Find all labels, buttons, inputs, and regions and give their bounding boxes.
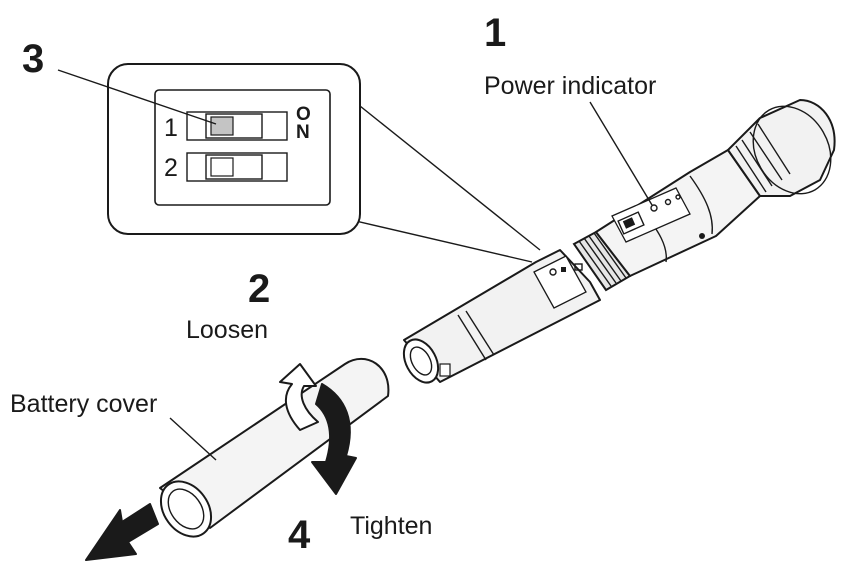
power-indicator-label: Power indicator (484, 72, 656, 100)
step-1-number: 1 (484, 11, 506, 55)
switch-1-number: 1 (164, 114, 178, 142)
power-indicator-leader-line (589, 101, 653, 206)
tighten-label: Tighten (350, 512, 432, 540)
microphone-grille (727, 99, 836, 197)
dip-switch-2-knob (210, 157, 234, 177)
on-label-o: O (296, 104, 311, 125)
microphone-thread-ring (572, 230, 632, 292)
loosen-arrow (279, 363, 319, 431)
dip-switch-1 (186, 111, 288, 141)
loosen-label: Loosen (186, 316, 268, 344)
wireless-microphone (402, 99, 836, 384)
step-4-number: 4 (288, 513, 311, 557)
battery-cover-leader-line (169, 417, 217, 461)
step-2-number: 2 (248, 267, 270, 311)
dip-switch-1-knob (210, 116, 234, 136)
inset-callout-line-bottom (329, 214, 533, 263)
inset-callout-line-top (329, 81, 541, 251)
dip-switch-inset: 1 2 O N (107, 63, 541, 263)
switch-2-number: 2 (164, 154, 178, 182)
microphone-bottom-end (402, 338, 440, 384)
dip-switch-2 (186, 152, 288, 182)
on-label-n: N (296, 122, 310, 143)
tighten-arrow (311, 383, 357, 495)
battery-cover-open-end (159, 480, 213, 538)
microphone-label-panel (533, 255, 587, 309)
power-indicator-led (650, 204, 658, 212)
remove-direction-arrow (85, 503, 159, 561)
battery-cover-label: Battery cover (10, 390, 157, 418)
step-3-leader-line (57, 69, 217, 125)
step-3-number: 3 (22, 37, 44, 81)
